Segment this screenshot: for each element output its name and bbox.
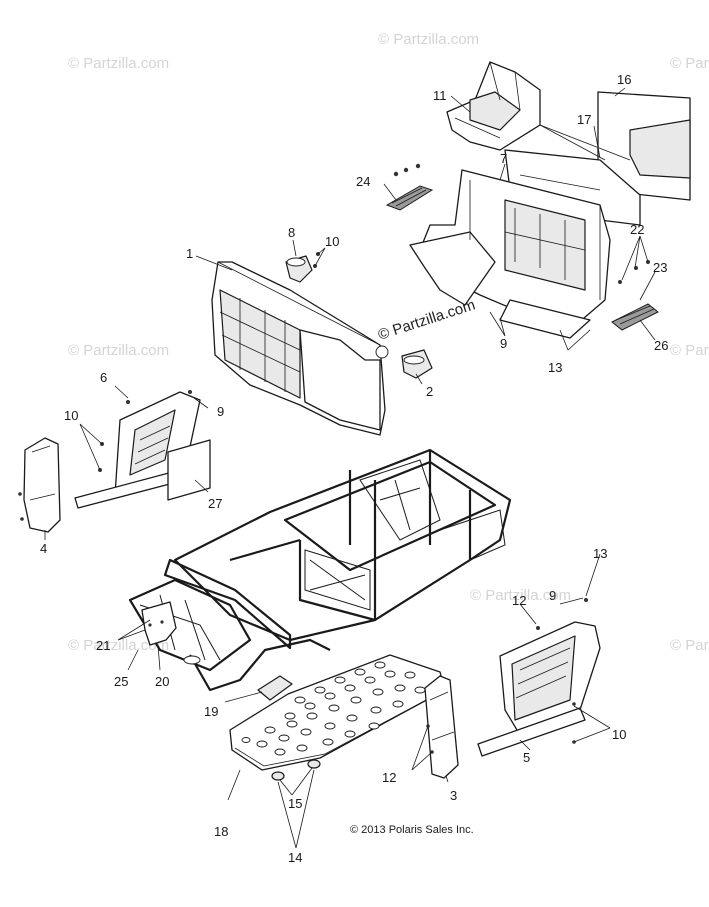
part-19-clip	[257, 675, 293, 701]
watermark: © Partzilla.com	[670, 55, 709, 72]
callouts: 1 2 3 4 5 6 7 8 9 9 9 10 10 10 11 12 12 …	[40, 72, 668, 865]
callout-13: 13	[593, 546, 607, 561]
callout-23: 23	[653, 260, 667, 275]
watermark-layer: © Partzilla.com © Partzilla.com © Partzi…	[68, 31, 709, 654]
watermark-center: © Partzilla.com	[376, 296, 477, 343]
watermark: © Partzilla.com	[68, 637, 169, 654]
callout-9: 9	[217, 404, 224, 419]
callout-9: 9	[549, 588, 556, 603]
callout-19: 19	[204, 704, 218, 719]
watermark: © Partzilla.com	[68, 342, 169, 359]
callout-4: 4	[40, 541, 47, 556]
callout-20: 20	[155, 674, 169, 689]
copyright-text: © 2013 Polaris Sales Inc.	[350, 824, 474, 836]
leader-lines	[44, 87, 656, 849]
skid-plate-holes	[241, 661, 426, 756]
part-27-label	[167, 439, 211, 501]
callout-5: 5	[523, 750, 530, 765]
callout-17: 17	[577, 112, 591, 127]
callout-12: 12	[512, 593, 526, 608]
callout-15: 15	[288, 796, 302, 811]
callout-27: 27	[208, 496, 222, 511]
callout-7: 7	[500, 151, 507, 166]
callout-1: 1	[186, 246, 193, 261]
callout-25: 25	[114, 674, 128, 689]
callout-8: 8	[288, 225, 295, 240]
watermark: © Partzilla.com	[378, 31, 479, 48]
part-7-cab-back	[409, 169, 611, 339]
callout-26: 26	[654, 338, 668, 353]
part-2-clamp	[401, 349, 433, 379]
callout-10: 10	[612, 727, 626, 742]
part-5-side-panel	[477, 598, 601, 757]
part-16-17-liner	[504, 91, 691, 226]
part-8-grommet	[285, 252, 320, 283]
part-26-step-plate	[611, 260, 659, 331]
watermark: © Partzilla.com	[470, 587, 571, 604]
callout-10: 10	[325, 234, 339, 249]
watermark: © Partzilla.com	[68, 55, 169, 72]
callout-21: 21	[96, 638, 110, 653]
part-11-rear-panel	[446, 61, 541, 151]
callout-12: 12	[382, 770, 396, 785]
callout-9: 9	[500, 336, 507, 351]
part-3-post	[424, 675, 459, 779]
callout-11: 11	[433, 88, 447, 103]
callout-6: 6	[100, 370, 107, 385]
callout-14: 14	[288, 850, 302, 865]
callout-10: 10	[64, 408, 78, 423]
callout-22: 22	[630, 222, 644, 237]
callout-24: 24	[356, 174, 370, 189]
watermark: © Partzilla.com	[670, 342, 709, 359]
part-18-skid-plate	[229, 654, 446, 781]
callout-2: 2	[426, 384, 433, 399]
callout-3: 3	[450, 788, 457, 803]
part-1-firewall	[211, 261, 389, 436]
callout-18: 18	[214, 824, 228, 839]
callout-16: 16	[617, 72, 631, 87]
watermark: © Partzilla.com	[670, 637, 709, 654]
callout-13: 13	[548, 360, 562, 375]
part-24-step-plate	[385, 163, 434, 211]
part-4-post	[18, 437, 61, 533]
